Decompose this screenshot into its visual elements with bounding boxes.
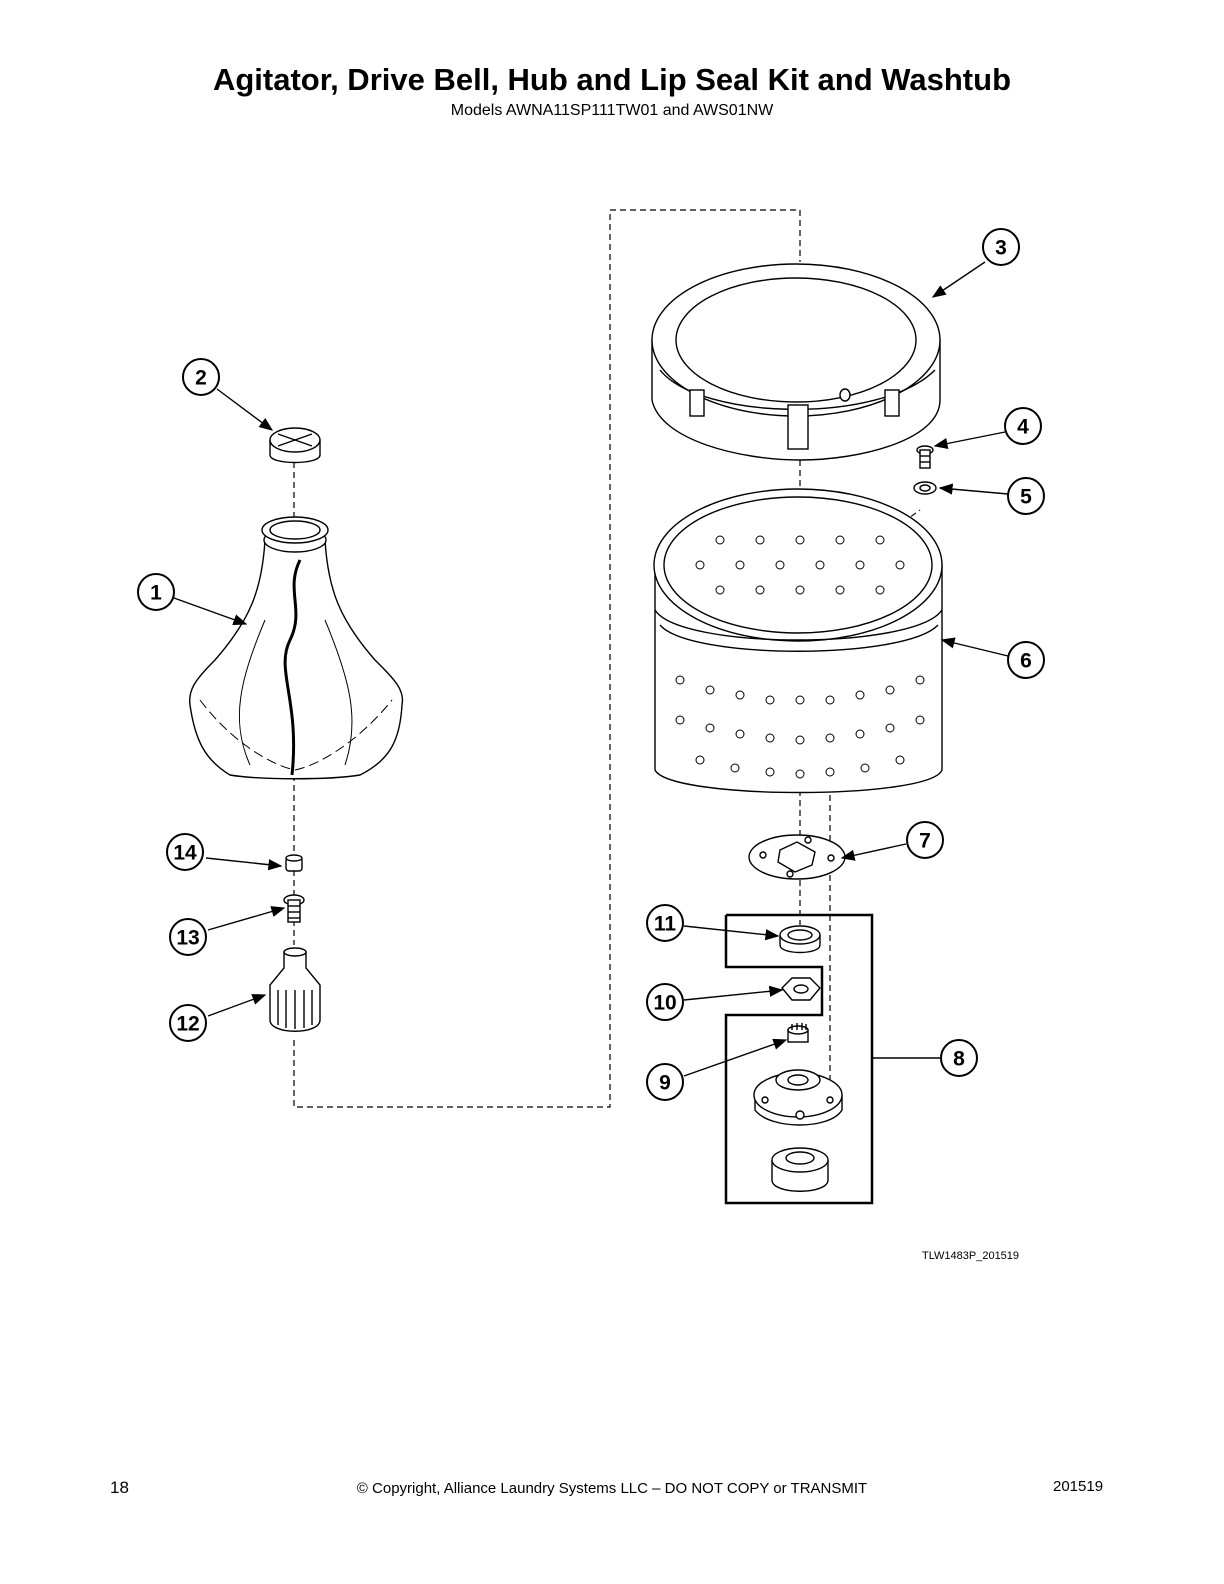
svg-text:4: 4: [1017, 416, 1029, 439]
copyright-notice: © Copyright, Alliance Laundry Systems LL…: [356, 1480, 868, 1497]
page-number: 18: [110, 1478, 129, 1497]
washtub-part: [653, 488, 943, 794]
callout-6: 6: [1007, 641, 1045, 679]
lip-seal-part: [779, 925, 821, 954]
callout-9: 9: [646, 1063, 684, 1101]
page-title: Agitator, Drive Bell, Hub and Lip Seal K…: [212, 62, 1012, 97]
callout-8: 8: [940, 1039, 978, 1077]
leader-arrows: [173, 261, 1009, 1077]
callout-14: 14: [166, 833, 204, 871]
washer-part: [913, 481, 937, 495]
svg-text:2: 2: [195, 367, 207, 390]
agitator-cap-part: [269, 427, 321, 464]
svg-text:7: 7: [919, 830, 931, 853]
callout-5: 5: [1007, 477, 1045, 515]
svg-text:12: 12: [176, 1013, 199, 1036]
svg-text:14: 14: [173, 842, 197, 865]
svg-text:3: 3: [995, 237, 1007, 260]
svg-text:8: 8: [953, 1048, 965, 1071]
set-screw-part: [285, 854, 303, 872]
callout-7: 7: [906, 821, 944, 859]
callout-12: 12: [169, 1004, 207, 1042]
callout-2: 2: [182, 358, 220, 396]
document-code: 201519: [1053, 1478, 1104, 1495]
callout-4: 4: [1004, 407, 1042, 445]
figure-id: TLW1483P_201519: [922, 1250, 1020, 1262]
callout-11: 11: [646, 904, 684, 942]
svg-text:13: 13: [176, 927, 199, 950]
svg-text:11: 11: [654, 913, 677, 936]
bearing-part: [787, 1023, 809, 1043]
svg-text:5: 5: [1020, 486, 1032, 509]
drive-bell-part: [269, 947, 321, 1032]
screw-part: [916, 445, 934, 469]
gasket-part: [748, 834, 846, 880]
svg-text:9: 9: [659, 1072, 671, 1095]
lip-seal-kit-box: [724, 913, 940, 1205]
callout-10: 10: [646, 983, 684, 1021]
bolt-part: [283, 894, 305, 923]
hex-nut-part: [781, 977, 821, 1001]
callout-1: 1: [137, 573, 175, 611]
balance-ring-part: [651, 263, 941, 461]
svg-text:6: 6: [1020, 650, 1032, 673]
callout-3: 3: [982, 228, 1020, 266]
callout-13: 13: [169, 918, 207, 956]
models-subtitle: Models AWNA11SP111TW01 and AWS01NW: [450, 102, 774, 119]
svg-text:1: 1: [150, 582, 162, 605]
outer-seal-part: [771, 1147, 829, 1192]
agitator-part: [188, 516, 404, 780]
hub-part: [753, 1069, 843, 1126]
svg-text:10: 10: [653, 992, 676, 1015]
